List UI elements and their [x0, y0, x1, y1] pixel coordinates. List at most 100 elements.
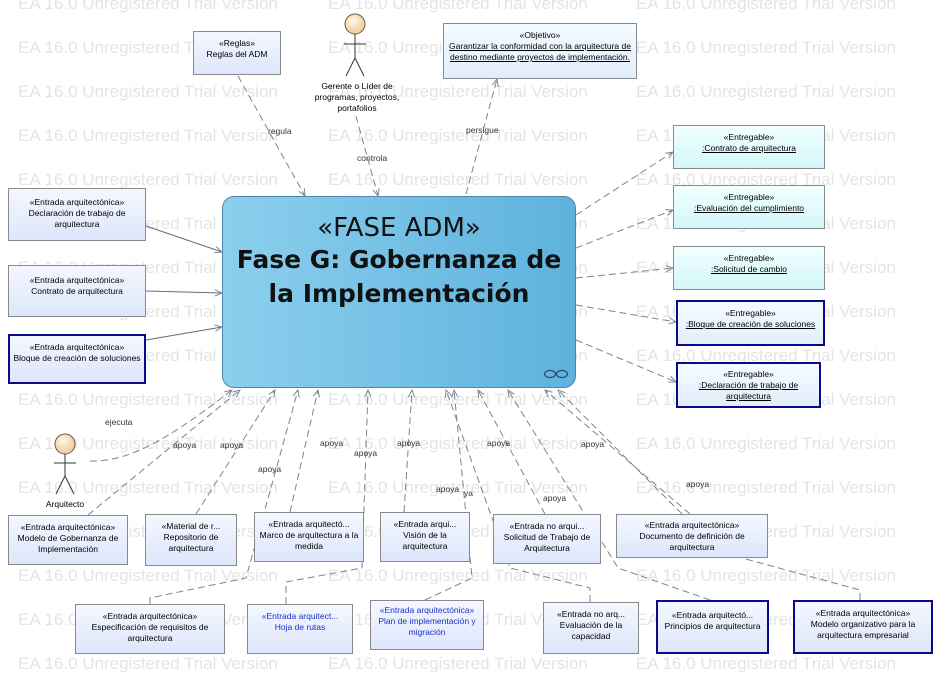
- left-input-3[interactable]: «Entrada arquitectónica» Bloque de creac…: [8, 334, 146, 384]
- bottom1-item-6[interactable]: «Entrada arquitectónica» Documento de de…: [616, 514, 768, 558]
- edge-input-3: [145, 327, 222, 341]
- element-name: Modelo de Gobernanza de Implementación: [17, 533, 119, 554]
- linked-diagram-icon: [543, 369, 569, 379]
- deliverable-1[interactable]: «Entregable» :Contrato de arquitectura: [673, 125, 825, 169]
- edge-deliverable-4: [575, 304, 676, 322]
- stereotype-label: «Entrada arquitectónica»: [29, 275, 125, 285]
- phase-g-node[interactable]: «FASE ADM» Fase G: Gobernanza de la Impl…: [222, 196, 576, 388]
- edge-label-ejecuta: ejecuta: [105, 417, 133, 427]
- edge-deliverable-5: [575, 339, 676, 382]
- bottom1-item-2[interactable]: «Material de r... Repositorio de arquite…: [145, 514, 237, 566]
- edge-input-1: [145, 225, 222, 252]
- edge-controla: [355, 115, 378, 196]
- edge-apoya-12: [558, 390, 861, 600]
- gerente-actor-icon[interactable]: [340, 12, 370, 82]
- edge-label-ya: ya: [464, 488, 473, 498]
- element-name: :Evaluación del cumplimiento: [693, 203, 805, 213]
- stereotype-label: «Entrada no arq...: [556, 609, 626, 619]
- deliverable-3[interactable]: «Entregable» :Solicitud de cambio: [673, 246, 825, 290]
- objetivo-name: Garantizar la conformidad con la arquite…: [449, 41, 631, 62]
- stereotype-label: «Entregable»: [723, 132, 775, 142]
- element-name: Modelo organizativo para la arquitectura…: [810, 619, 916, 640]
- edge-apoya-5: [478, 390, 546, 515]
- edge-label-apoya: apoya: [173, 440, 197, 450]
- edge-apoya-3: [289, 390, 318, 513]
- edge-label-apoya: apoya: [543, 493, 567, 503]
- reglas-node[interactable]: «Reglas» Reglas del ADM: [193, 31, 281, 75]
- left-input-1[interactable]: «Entrada arquitectónica» Declaración de …: [8, 188, 146, 241]
- edge-deliverable-1: [575, 152, 673, 216]
- edge-apoya-9: [424, 390, 473, 601]
- element-name: Bloque de creación de soluciones: [13, 353, 141, 363]
- gerente-label: Gerente o Líder de programas, proyectos,…: [314, 81, 400, 113]
- edge-apoya-8: [285, 390, 368, 604]
- bottom1-item-4[interactable]: «Entrada arqui... Visión de la arquitect…: [380, 512, 470, 562]
- arquitecto-actor-icon[interactable]: [50, 432, 80, 498]
- edge-deliverable-3: [575, 268, 673, 279]
- bottom1-item-5[interactable]: «Entrada no arqui... Solicitud de Trabaj…: [493, 514, 601, 564]
- edge-apoya-10: [446, 390, 591, 602]
- edge-label-controla: controla: [357, 153, 388, 163]
- element-name: Principios de arquitectura: [664, 621, 761, 631]
- element-name: Solicitud de Trabajo de Arquitectura: [503, 532, 591, 553]
- bottom1-item-3[interactable]: «Entrada arquitectó... Marco de arquitec…: [254, 512, 364, 562]
- edge-regula: [237, 75, 305, 196]
- stereotype-label: «Entregable»: [723, 192, 775, 202]
- edge-apoya-6: [545, 390, 691, 515]
- stereotype-label: «Entrada arquitect...: [261, 611, 339, 621]
- edge-persigue: [465, 79, 497, 195]
- stereotype-label: «Entrada arquitectónica»: [29, 197, 125, 207]
- element-name: Especificación de requisitos de arquitec…: [91, 622, 209, 643]
- stereotype-label: «Entrada arquitectó...: [268, 519, 350, 529]
- edge-label-apoya: apoya: [581, 439, 605, 449]
- edge-label-apoya: apoya: [354, 448, 378, 458]
- stereotype-label: «Entrada arquitectónica»: [102, 611, 198, 621]
- stereotype-label: «Entregable»: [725, 308, 776, 318]
- element-name: Documento de definición de arquitectura: [639, 531, 745, 552]
- objetivo-node[interactable]: «Objetivo» Garantizar la conformidad con…: [443, 23, 637, 79]
- stereotype-label: «Entregable»: [723, 369, 774, 379]
- left-input-2[interactable]: «Entrada arquitectónica» Contrato de arq…: [8, 265, 146, 317]
- phase-name: Fase G: Gobernanza de la Implementación: [236, 245, 562, 308]
- edge-label-regula: regula: [268, 126, 292, 136]
- stereotype-label: «Entrada arquitectó...: [671, 610, 754, 620]
- element-name: :Contrato de arquitectura: [701, 143, 797, 153]
- bottom2-item-4[interactable]: «Entrada no arq... Evaluación de la capa…: [543, 602, 639, 654]
- reglas-name: Reglas del ADM: [206, 49, 268, 59]
- edge-label-apoya: apoya: [320, 438, 344, 448]
- stereotype-label: «Entrada arquitectónica»: [20, 522, 116, 532]
- element-name: Visión de la arquitectura: [402, 530, 448, 551]
- deliverable-4[interactable]: «Entregable» :Bloque de creación de solu…: [676, 300, 825, 346]
- reglas-stereotype: «Reglas»: [219, 38, 255, 48]
- edge-label-apoya: apoya: [397, 438, 421, 448]
- element-name: :Solicitud de cambio: [710, 264, 788, 274]
- element-name: Evaluación de la capacidad: [559, 620, 623, 641]
- bottom2-item-2[interactable]: «Entrada arquitect... Hoja de rutas: [247, 604, 353, 654]
- stereotype-label: «Entrada arqui...: [393, 519, 457, 529]
- deliverable-5[interactable]: «Entregable» :Declaración de trabajo de …: [676, 362, 821, 408]
- element-name: Declaración de trabajo de arquitectura: [28, 208, 126, 229]
- bottom1-item-1[interactable]: «Entrada arquitectónica» Modelo de Gober…: [8, 515, 128, 565]
- stereotype-label: «Entrada arquitectónica»: [644, 520, 740, 530]
- edge-label-apoya: apoya: [436, 484, 460, 494]
- edge-ejecuta: [89, 390, 232, 462]
- stereotype-label: «Entrada arquitectónica»: [29, 342, 125, 352]
- stereotype-label: «Entregable»: [723, 253, 775, 263]
- bottom2-item-6[interactable]: «Entrada arquitectónica» Modelo organiza…: [793, 600, 933, 654]
- edge-apoya-7: [149, 390, 298, 604]
- edge-label-apoya: apoya: [487, 438, 511, 448]
- edge-apoya-11: [508, 390, 711, 601]
- edge-label-apoya: apoya: [258, 464, 282, 474]
- element-name: Hoja de rutas: [274, 622, 326, 632]
- element-name: Plan de implementación y migración: [378, 616, 476, 637]
- arquitecto-label: Arquitecto: [45, 499, 85, 509]
- bottom2-item-5[interactable]: «Entrada arquitectó... Principios de arq…: [656, 600, 769, 654]
- bottom2-item-1[interactable]: «Entrada arquitectónica» Especificación …: [75, 604, 225, 654]
- element-name: Contrato de arquitectura: [31, 286, 123, 296]
- deliverable-2[interactable]: «Entregable» :Evaluación del cumplimient…: [673, 185, 825, 229]
- stereotype-label: «Entrada arquitectónica»: [815, 608, 911, 618]
- edge-label-persigue: persigue: [466, 125, 499, 135]
- bottom2-item-3[interactable]: «Entrada arquitectónica» Plan de impleme…: [370, 600, 484, 650]
- element-name: Marco de arquitectura a la medida: [259, 530, 359, 551]
